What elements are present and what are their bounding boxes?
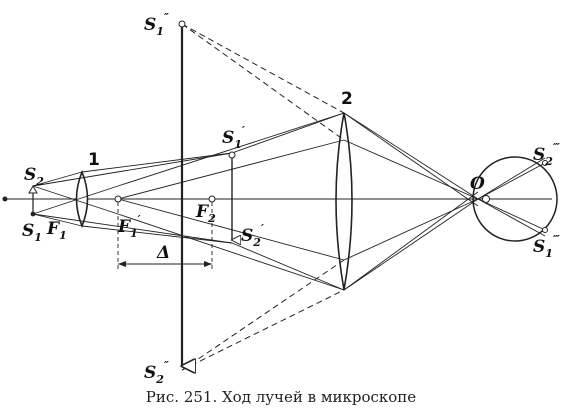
- virtual-image-rays: [181, 23, 345, 371]
- objective-rays: [32, 152, 233, 244]
- figure-caption: Рис. 251. Ход лучей в микроскопе: [145, 388, 417, 406]
- label-f2: F2: [195, 202, 216, 225]
- label-s1: S1: [22, 221, 42, 244]
- label-s2: S2: [24, 165, 44, 188]
- intermediate-image-arrow: [228, 151, 235, 240]
- virtual-image-arrow: [178, 20, 185, 366]
- optical-axis: [2, 196, 552, 202]
- eye-circle: [472, 156, 558, 242]
- label-s1-triple-prime: S1‴: [533, 233, 560, 260]
- label-lens-2: 2: [341, 89, 353, 109]
- label-s2-prime: S2′: [241, 222, 264, 249]
- object-arrow: [28, 184, 38, 217]
- label-lens-1: 1: [88, 150, 100, 170]
- label-s2-double-prime: S2″: [144, 359, 169, 386]
- retina-points: [542, 160, 548, 233]
- label-f1-prime: F1′: [117, 213, 141, 240]
- label-s1-double-prime: S1″: [144, 11, 169, 38]
- label-f1: F1: [46, 219, 67, 242]
- label-delta: Δ: [156, 243, 170, 263]
- intermediate-rays: [117, 112, 345, 291]
- eyepiece-rays: [343, 112, 546, 291]
- label-point-o: O: [470, 174, 485, 194]
- eyepiece-lens-2: [335, 112, 353, 291]
- delta-dimension: [117, 202, 213, 270]
- label-s1-prime: S1′: [222, 124, 245, 151]
- label-s2-triple-prime: S2‴: [533, 141, 560, 168]
